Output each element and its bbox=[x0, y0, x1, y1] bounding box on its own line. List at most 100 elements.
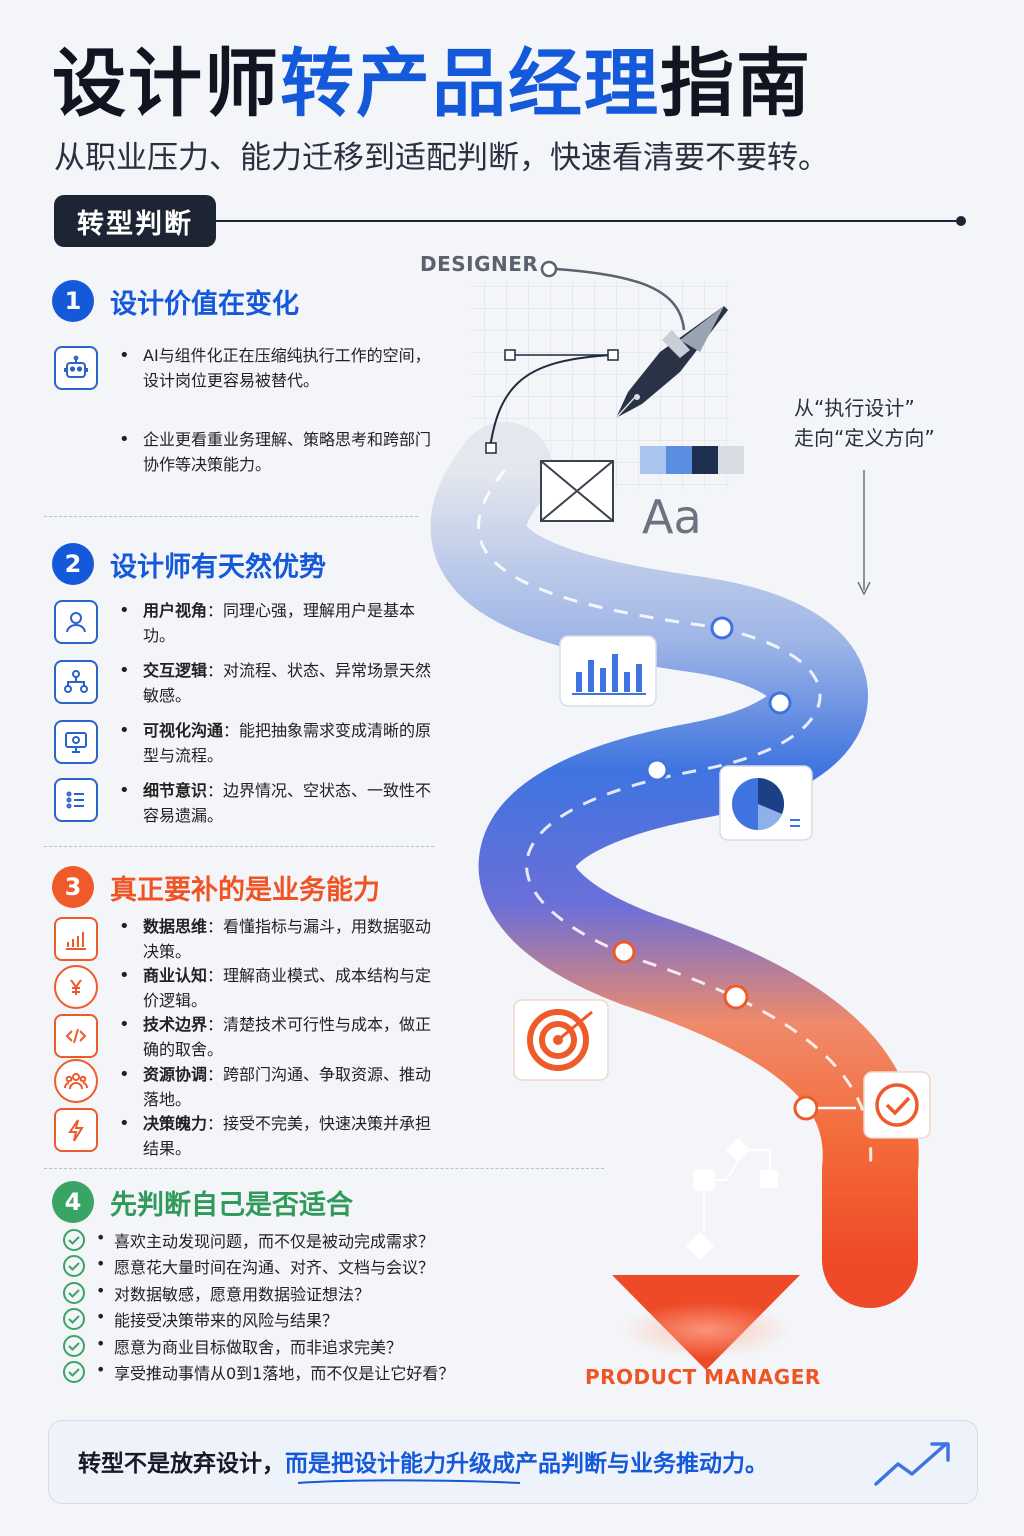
user-icon bbox=[54, 600, 98, 644]
advantage-desc-1: ：同理心强，理解用户是基本功。 bbox=[143, 601, 416, 645]
product-manager-label: PRODUCT MANAGER bbox=[585, 1365, 821, 1389]
color-swatch-1 bbox=[640, 446, 666, 474]
pen-nib-icon bbox=[615, 306, 728, 419]
section-1-header: 1 设计价值在变化 bbox=[52, 280, 299, 322]
section-1-title: 设计价值在变化 bbox=[110, 288, 299, 320]
advantage-term-3: 可视化沟通 bbox=[143, 721, 224, 740]
skill-desc-1: ：看懂指标与漏斗，用数据驱动决策。 bbox=[143, 917, 432, 961]
section-1-bullet-2: 企业更看重业务理解、策略思考和跨部门协作等决策能力。 bbox=[119, 427, 433, 477]
tag-divider-dot bbox=[956, 216, 966, 226]
target-card bbox=[513, 999, 609, 1081]
bezier-anchor bbox=[485, 442, 497, 454]
direction-note-line-1: 从“执行设计” bbox=[794, 396, 915, 420]
road-dashed-line bbox=[477, 469, 873, 1171]
lightning-icon bbox=[54, 1108, 98, 1152]
skill-term-1: 数据思维 bbox=[143, 917, 208, 936]
bar-chart-icon bbox=[54, 917, 98, 961]
title-part-1: 设计师 bbox=[52, 41, 280, 127]
bezier-curve bbox=[489, 354, 613, 449]
advantage-desc-3: ：能把抽象需求变成清晰的原型与流程。 bbox=[143, 721, 432, 765]
note-arrow-head bbox=[857, 581, 871, 596]
skill-desc-5: ：接受不完美，快速决策并承担结果。 bbox=[143, 1114, 432, 1158]
page-subtitle: 从职业压力、能力迁移到适配判断，快速看清要不要转。 bbox=[54, 140, 829, 176]
milestone-dot bbox=[710, 616, 734, 640]
skill-term-5: 决策魄力 bbox=[143, 1114, 208, 1133]
divider-3 bbox=[44, 1168, 604, 1169]
flow-diamond bbox=[726, 1138, 750, 1162]
direction-note-line-2: 走向“定义方向” bbox=[794, 426, 935, 450]
yen-coin-icon bbox=[54, 965, 98, 1009]
conclusion-text: 转型不是放弃设计，而是把设计能力升级成产品判断与业务推动力。 bbox=[78, 1444, 768, 1478]
highlight-underline bbox=[297, 1479, 521, 1484]
conclusion-text-part-2: 而是把设计能力升级成产品判断与业务推动力。 bbox=[285, 1451, 768, 1477]
section-1-number: 1 bbox=[52, 280, 94, 322]
section-3-title: 真正要补的是业务能力 bbox=[110, 874, 380, 906]
fit-check-1: 喜欢主动发现问题，而不仅是被动完成需求？ bbox=[96, 1228, 434, 1252]
advantage-desc-4: ：边界情况、空状态、一致性不容易遗漏。 bbox=[143, 781, 432, 825]
section-4-number: 4 bbox=[52, 1181, 94, 1223]
start-dot bbox=[540, 260, 558, 278]
bar-chart-card bbox=[559, 635, 657, 707]
pie-chart-card bbox=[719, 765, 813, 841]
check-card bbox=[863, 1071, 931, 1139]
designer-label: DESIGNER bbox=[420, 252, 539, 276]
check-circle-icon bbox=[63, 1255, 85, 1277]
start-line bbox=[555, 267, 686, 331]
conclusion-banner bbox=[48, 1420, 978, 1504]
skill-term-2: 商业认知 bbox=[143, 966, 208, 985]
check-circle-icon bbox=[63, 1308, 85, 1330]
check-circle-icon bbox=[63, 1229, 85, 1251]
section-tag: 转型判断 bbox=[54, 195, 216, 247]
divider-2 bbox=[44, 846, 434, 847]
skill-item-3: 技术边界：清楚技术可行性与成本，做正确的取舍。 bbox=[119, 1012, 433, 1062]
advantage-item-1: 用户视角：同理心强，理解用户是基本功。 bbox=[119, 598, 433, 648]
career-road bbox=[430, 422, 919, 1308]
team-icon bbox=[54, 1059, 98, 1103]
code-icon bbox=[54, 1014, 98, 1058]
advantage-item-4: 细节意识：边界情况、空状态、一致性不容易遗漏。 bbox=[119, 778, 433, 828]
section-3-number: 3 bbox=[52, 866, 94, 908]
advantage-item-3: 可视化沟通：能把抽象需求变成清晰的原型与流程。 bbox=[119, 718, 433, 768]
milestone-dot bbox=[612, 940, 636, 964]
bezier-anchor bbox=[504, 349, 516, 361]
conclusion-text-part-1: 转型不是放弃设计， bbox=[78, 1451, 285, 1477]
flow-connectors bbox=[703, 1149, 771, 1232]
typography-sample: Aa bbox=[642, 490, 702, 544]
advantage-item-2: 交互逻辑：对流程、状态、异常场景天然敏感。 bbox=[119, 658, 433, 708]
section-1-bullet-1: AI与组件化正在压缩纯执行工作的空间，设计岗位更容易被替代。 bbox=[119, 343, 433, 393]
skill-term-4: 资源协调 bbox=[143, 1065, 208, 1084]
direction-note: 从“执行设计” 走向“定义方向” bbox=[794, 393, 935, 453]
section-4-title: 先判断自己是否适合 bbox=[110, 1189, 353, 1221]
color-swatch-3 bbox=[692, 446, 718, 474]
skill-desc-3: ：清楚技术可行性与成本，做正确的取舍。 bbox=[143, 1015, 432, 1059]
section-2-header: 2 设计师有天然优势 bbox=[52, 543, 326, 585]
title-part-highlight: 转产品经理 bbox=[280, 41, 660, 127]
fit-check-3: 对数据敏感，愿意用数据验证想法？ bbox=[96, 1281, 370, 1305]
tag-divider-line bbox=[216, 220, 960, 222]
check-circle-icon bbox=[63, 1361, 85, 1383]
skill-desc-4: ：跨部门沟通、争取资源、推动落地。 bbox=[143, 1065, 432, 1109]
advantage-term-1: 用户视角 bbox=[143, 601, 208, 620]
checklist-icon bbox=[54, 778, 98, 822]
fit-check-5: 愿意为商业目标做取舍，而非追求完美？ bbox=[96, 1334, 402, 1358]
skill-item-5: 决策魄力：接受不完美，快速决策并承担结果。 bbox=[119, 1111, 433, 1161]
trend-up-icon bbox=[874, 1442, 950, 1486]
milestone-dot bbox=[768, 691, 792, 715]
robot-icon bbox=[54, 346, 98, 390]
color-swatch-4 bbox=[718, 446, 744, 474]
arrow-glow bbox=[621, 1302, 791, 1358]
advantage-desc-2: ：对流程、状态、异常场景天然敏感。 bbox=[143, 661, 432, 705]
section-3-header: 3 真正要补的是业务能力 bbox=[52, 866, 380, 908]
flow-square bbox=[693, 1169, 715, 1191]
title-part-2: 指南 bbox=[660, 41, 812, 127]
divider-1 bbox=[44, 516, 418, 517]
fit-check-2: 愿意花大量时间在沟通、对齐、文档与会议？ bbox=[96, 1254, 434, 1278]
color-swatch-2 bbox=[666, 446, 692, 474]
skill-item-2: 商业认知：理解商业模式、成本结构与定价逻辑。 bbox=[119, 963, 433, 1013]
image-placeholder-cross bbox=[540, 460, 614, 522]
advantage-term-4: 细节意识 bbox=[143, 781, 208, 800]
skill-item-4: 资源协调：跨部门沟通、争取资源、推动落地。 bbox=[119, 1062, 433, 1112]
bezier-anchor bbox=[607, 349, 619, 361]
milestone-dot bbox=[645, 758, 669, 782]
